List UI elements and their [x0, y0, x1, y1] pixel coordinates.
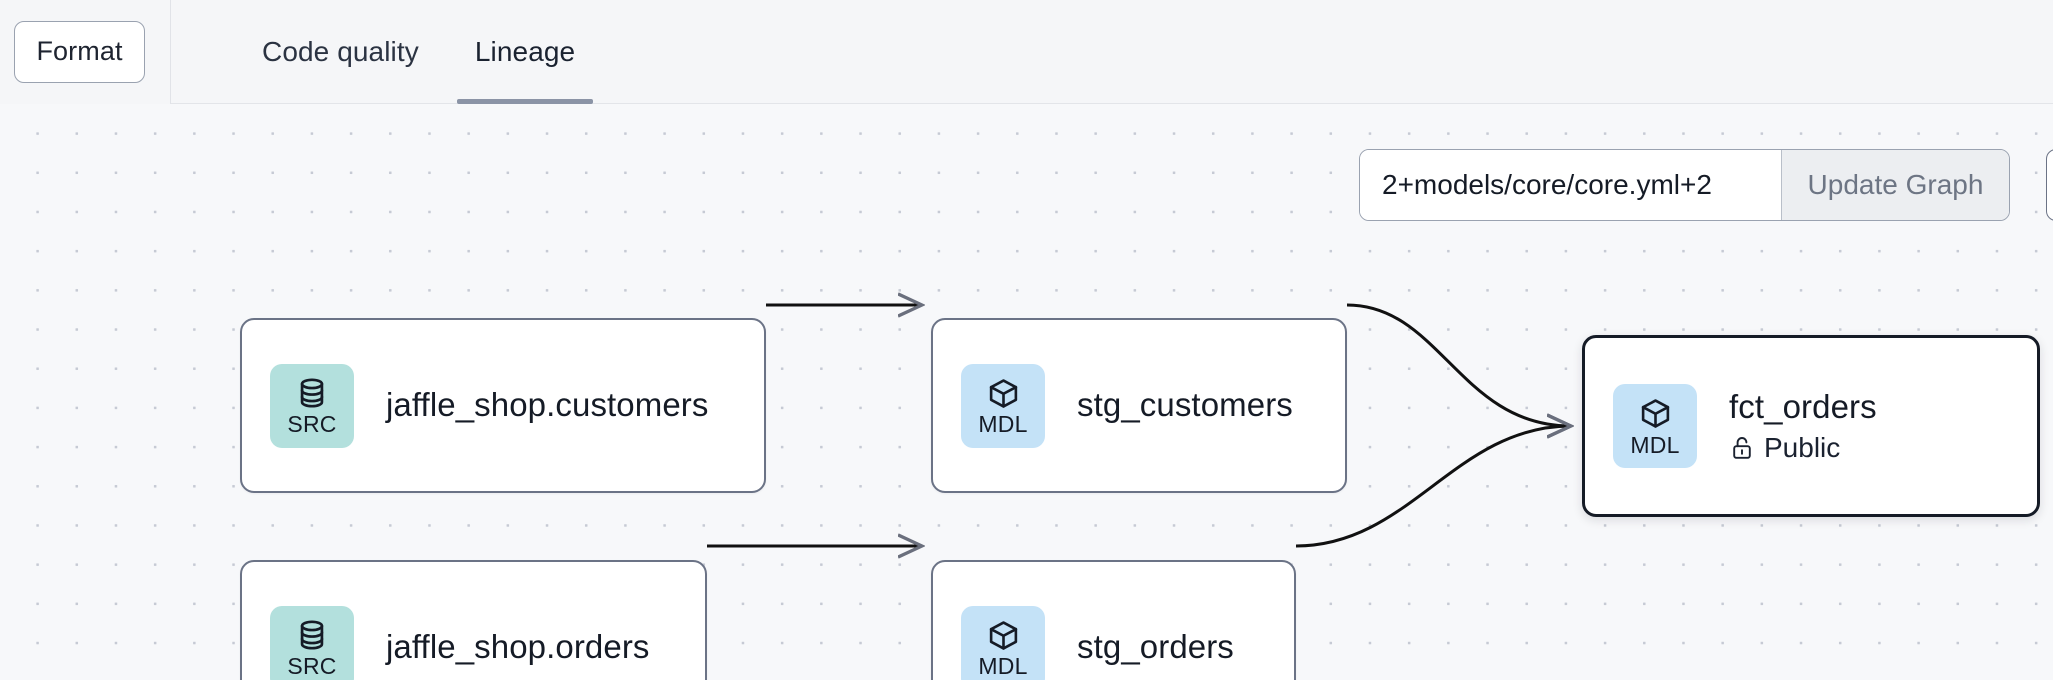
node-badge-label: MDL [978, 653, 1028, 679]
lineage-node-jaffle-shop-customers[interactable]: SRC jaffle_shop.customers [240, 318, 766, 493]
node-title: jaffle_shop.orders [386, 628, 650, 666]
node-title: stg_customers [1077, 386, 1293, 424]
top-toolbar: Format Code quality Lineage [0, 0, 2053, 104]
database-icon [292, 375, 332, 411]
node-badge-mdl: MDL [961, 605, 1045, 680]
node-badge-label: MDL [1630, 431, 1680, 458]
node-badge-label: SRC [287, 411, 337, 437]
node-badge-label: SRC [287, 653, 337, 679]
format-button[interactable]: Format [14, 20, 145, 83]
node-badge-src: SRC [270, 363, 354, 448]
node-body: jaffle_shop.customers [386, 386, 733, 425]
node-badge-mdl: MDL [961, 363, 1045, 448]
edge-stg-customers-to-fct-orders [1346, 303, 1571, 426]
tab-lineage[interactable]: Lineage [447, 0, 603, 104]
lineage-node-fct-orders[interactable]: MDL fct_orders Public [1582, 335, 2040, 517]
node-title: stg_orders [1077, 628, 1234, 666]
node-body: fct_orders Public [1729, 388, 1901, 465]
node-badge-mdl: MDL [1613, 384, 1697, 468]
graph-selector-input[interactable] [1360, 150, 1781, 220]
node-title: jaffle_shop.customers [386, 386, 709, 424]
cube-icon [983, 617, 1023, 653]
lineage-node-jaffle-shop-orders[interactable]: SRC jaffle_shop.orders [240, 560, 707, 680]
toolbar-left-section: Format [0, 0, 171, 104]
lineage-node-stg-customers[interactable]: MDL stg_customers [931, 318, 1347, 493]
lineage-canvas[interactable]: SRC jaffle_shop.customers MDL stg_custo [0, 104, 2053, 680]
node-title: fct_orders [1729, 387, 1877, 425]
graph-side-control[interactable] [2046, 149, 2053, 221]
node-body: stg_orders [1077, 628, 1258, 667]
graph-selector-control: Update Graph [1359, 149, 2010, 221]
node-visibility-label: Public [1764, 432, 1841, 464]
tab-code-quality[interactable]: Code quality [262, 35, 419, 67]
unlock-icon [1729, 434, 1755, 462]
update-graph-button[interactable]: Update Graph [1781, 150, 2009, 220]
node-body: jaffle_shop.orders [386, 628, 674, 667]
node-visibility: Public [1729, 432, 1877, 464]
node-badge-src: SRC [270, 605, 354, 680]
cube-icon [1635, 396, 1675, 432]
cube-icon [983, 375, 1023, 411]
node-badge-label: MDL [978, 411, 1028, 437]
lineage-node-stg-orders[interactable]: MDL stg_orders [931, 560, 1296, 680]
tab-bar: Code quality Lineage [171, 0, 603, 104]
node-body: stg_customers [1077, 386, 1317, 425]
database-icon [292, 617, 332, 653]
